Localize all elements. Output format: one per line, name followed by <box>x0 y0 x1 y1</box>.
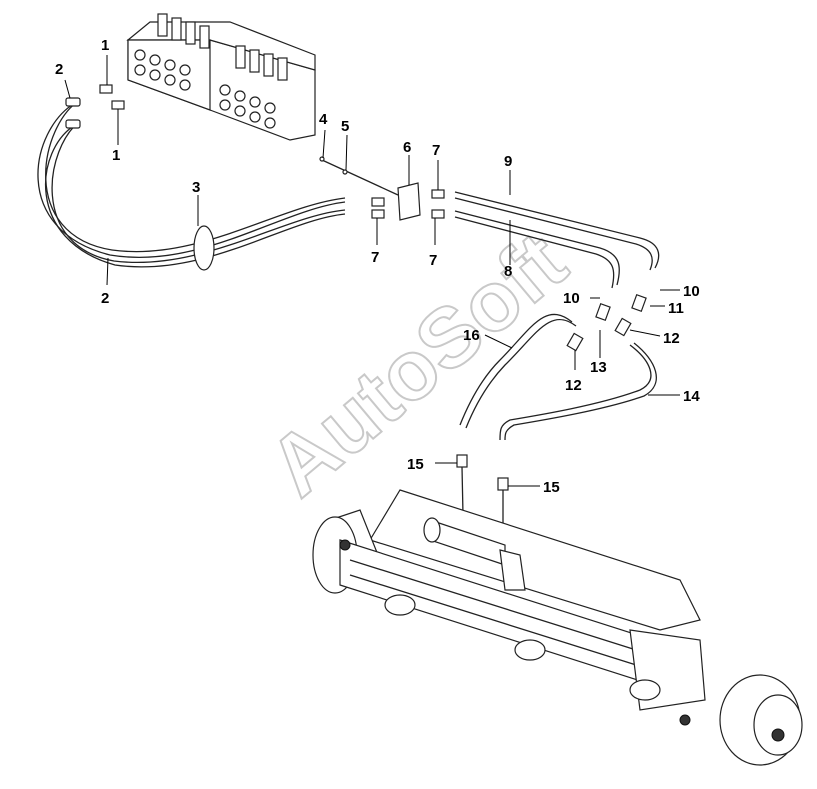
callout-12: 12 <box>663 330 680 347</box>
steering-axle-assembly <box>312 489 803 766</box>
callout-2: 2 <box>101 290 109 307</box>
callout-15: 15 <box>407 456 424 473</box>
hose-assembly-2 <box>37 97 346 268</box>
callout-11: 11 <box>668 300 684 317</box>
callout-7: 7 <box>429 252 437 269</box>
hoses-14-16 <box>456 313 657 545</box>
callout-1: 1 <box>112 147 120 164</box>
fittings-10-13 <box>566 293 647 352</box>
control-valve-block <box>126 13 316 141</box>
hoses-8-9 <box>454 191 660 289</box>
fitting-1 <box>99 84 125 110</box>
tee-block-6 <box>319 156 445 221</box>
callout-1: 1 <box>101 37 109 54</box>
callout-15: 15 <box>543 479 560 496</box>
callout-7: 7 <box>371 249 379 266</box>
callout-8: 8 <box>504 263 512 280</box>
callout-9: 9 <box>504 153 512 170</box>
callout-5: 5 <box>341 118 349 135</box>
callout-4: 4 <box>319 111 328 128</box>
callout-16: 16 <box>463 327 480 344</box>
callout-2: 2 <box>55 61 63 78</box>
callout-labels: 1 1 2 2 3 4 5 6 7 7 7 8 9 10 10 11 12 12… <box>55 37 700 496</box>
callout-13: 13 <box>590 359 607 376</box>
leader-lines <box>64 55 680 487</box>
callout-14: 14 <box>683 388 700 405</box>
hose-clamp-3 <box>193 225 215 271</box>
callout-10: 10 <box>563 290 580 307</box>
callout-10: 10 <box>683 283 700 300</box>
callout-7: 7 <box>432 142 440 159</box>
callout-6: 6 <box>403 139 411 156</box>
callout-3: 3 <box>192 179 200 196</box>
callout-12: 12 <box>565 377 582 394</box>
